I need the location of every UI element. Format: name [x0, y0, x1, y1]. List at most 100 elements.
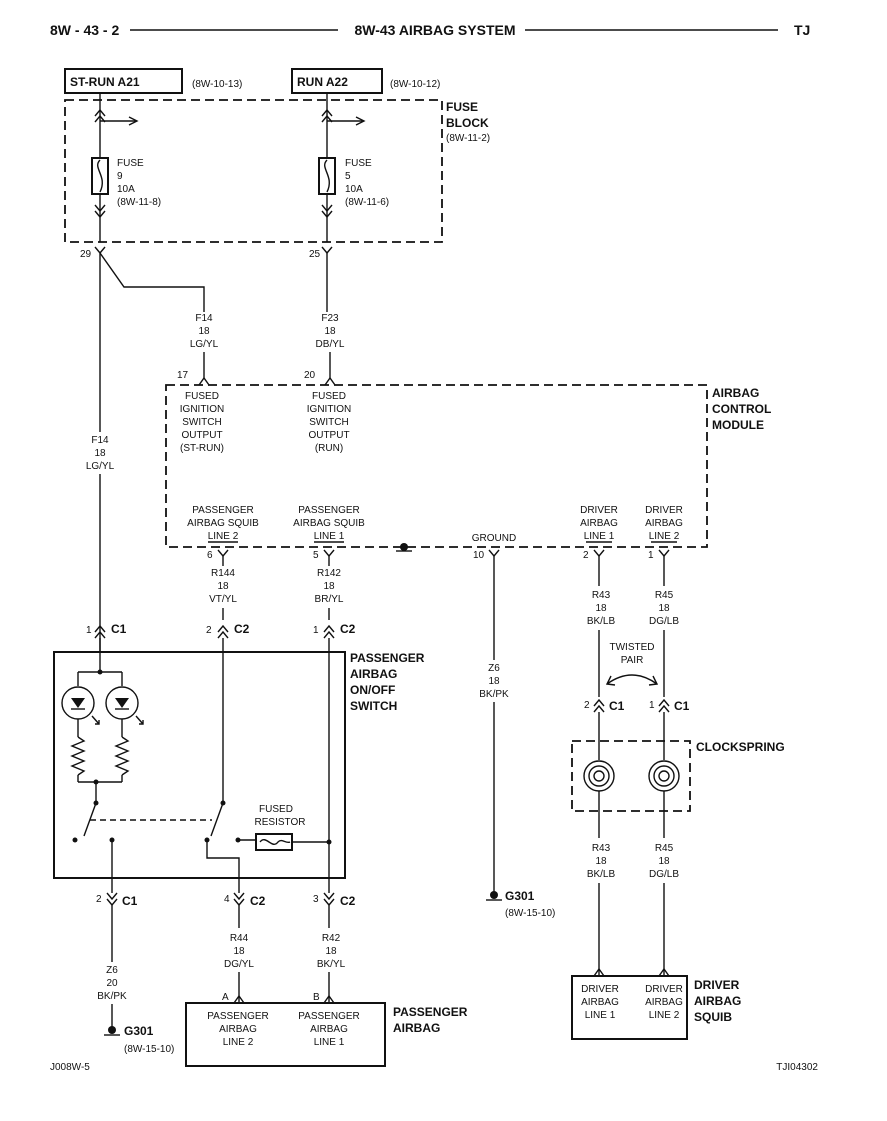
run-label: RUN A22	[297, 75, 348, 89]
svg-text:SWITCH: SWITCH	[182, 417, 221, 428]
svg-text:AIRBAG: AIRBAG	[580, 518, 618, 529]
connector-c2-switch-top-a: 2 C2	[206, 622, 250, 639]
switch-contact-right-icon	[204, 800, 241, 843]
driver-squib-title-3: SQUIB	[694, 1010, 732, 1024]
ground-g301-left: G301 (8W-15-10)	[104, 1024, 174, 1055]
pin-29-connector	[94, 246, 106, 255]
wire-f23-gauge: 18	[324, 326, 336, 337]
svg-text:AIRBAG: AIRBAG	[581, 997, 619, 1008]
wire-f14-code: F14	[195, 313, 213, 324]
acm-internal-ground	[396, 543, 412, 552]
svg-text:FUSED: FUSED	[259, 804, 293, 815]
wire-r142-code: R142	[317, 568, 341, 579]
acm-pin-17-connector	[198, 376, 210, 386]
acm-output-passenger-line-1: PASSENGER AIRBAG SQUIB LINE 1	[293, 505, 365, 543]
clockspring: CLOCKSPRING	[571, 712, 785, 812]
wire-r45-bot-gauge: 18	[658, 856, 670, 867]
wire-r43-top-color: BK/LB	[587, 616, 616, 627]
fuse-5-label: FUSE	[345, 158, 372, 169]
footer-left-code: J008W-5	[50, 1062, 90, 1073]
run-ref: (8W-10-12)	[390, 79, 440, 90]
svg-text:LINE 2: LINE 2	[649, 531, 680, 542]
connector-c2-switch-top-b: 1 C2	[313, 622, 356, 639]
svg-text:OUTPUT: OUTPUT	[181, 430, 222, 441]
acm-output-passenger-line-2: PASSENGER AIRBAG SQUIB LINE 2	[187, 505, 259, 543]
st-run-box	[64, 68, 183, 94]
svg-text:(RUN): (RUN)	[315, 443, 343, 454]
svg-text:IGNITION: IGNITION	[307, 404, 351, 415]
connector-c1-clockspring-b: 1 C1	[649, 698, 690, 713]
fuse-9-element-icon	[97, 159, 103, 193]
wire-r42-gauge: 18	[325, 946, 337, 957]
connector-c2-switch-bottom-a: 4 C2	[224, 892, 266, 908]
svg-text:C2: C2	[340, 622, 356, 636]
svg-text:4: 4	[224, 894, 230, 905]
acm-output-driver-line-1: DRIVER AIRBAG LINE 1	[580, 505, 618, 543]
wire-z6-left-color: BK/PK	[97, 991, 127, 1002]
svg-text:PAIR: PAIR	[621, 655, 644, 666]
wire-r43-top-gauge: 18	[595, 603, 607, 614]
svg-text:RESISTOR: RESISTOR	[255, 817, 306, 828]
svg-text:GROUND: GROUND	[472, 533, 516, 544]
acm-input-st-run: FUSED IGNITION SWITCH OUTPUT (ST-RUN)	[180, 391, 224, 454]
svg-text:FUSED: FUSED	[185, 391, 219, 402]
svg-text:C1: C1	[111, 622, 127, 636]
footer-right-code: TJI04302	[776, 1062, 818, 1073]
svg-text:1: 1	[86, 625, 92, 636]
svg-text:C1: C1	[609, 699, 625, 713]
switch-title-1: PASSENGER	[350, 651, 425, 665]
st-run-ref: (8W-10-13)	[192, 79, 242, 90]
svg-text:DRIVER: DRIVER	[645, 984, 683, 995]
acm-pin-10: 10	[473, 550, 485, 561]
driver-airbag-squib: DRIVER AIRBAG SQUIB DRIVER AIRBAG LINE 1…	[571, 967, 741, 1040]
svg-text:AIRBAG SQUIB: AIRBAG SQUIB	[187, 518, 259, 529]
svg-text:LINE 2: LINE 2	[223, 1037, 254, 1048]
svg-text:IGNITION: IGNITION	[180, 404, 224, 415]
wire-f23-color: DB/YL	[316, 339, 345, 350]
driver-squib-title-2: AIRBAG	[694, 994, 741, 1008]
wire-r142-gauge: 18	[323, 581, 335, 592]
switch-title-3: ON/OFF	[350, 683, 395, 697]
fuse-block-title-1: FUSE	[446, 100, 478, 114]
fuse-5-number: 5	[345, 171, 351, 182]
svg-text:(8W-15-10): (8W-15-10)	[505, 908, 555, 919]
acm-pin-20-connector	[324, 376, 336, 386]
lamp-left-icon	[61, 686, 100, 725]
svg-text:PASSENGER: PASSENGER	[207, 1011, 269, 1022]
fuse-5-element-icon	[324, 159, 330, 193]
svg-text:LINE 2: LINE 2	[208, 531, 239, 542]
acm-ground: GROUND	[472, 533, 516, 544]
wire-r142-color: BR/YL	[315, 594, 344, 605]
acm-pin-5: 5	[313, 550, 319, 561]
svg-text:DRIVER: DRIVER	[645, 505, 683, 516]
fuse-block-outline	[64, 99, 443, 243]
svg-text:G301: G301	[124, 1024, 154, 1038]
wire-r42-color: BK/YL	[317, 959, 346, 970]
passenger-airbag-pin-a: A	[222, 992, 229, 1003]
driver-squib-title-1: DRIVER	[694, 978, 740, 992]
svg-text:2: 2	[206, 625, 212, 636]
wire-r45-top-gauge: 18	[658, 603, 670, 614]
connector-c1-switch-bottom: 2 C1	[96, 892, 138, 908]
svg-text:LINE 1: LINE 1	[314, 1037, 345, 1048]
pin-25: 25	[309, 249, 321, 260]
svg-text:LINE 1: LINE 1	[585, 1010, 616, 1021]
clockspring-title: CLOCKSPRING	[696, 740, 785, 754]
svg-text:PASSENGER: PASSENGER	[298, 1011, 360, 1022]
svg-text:2: 2	[96, 894, 102, 905]
wire-r45-top-code: R45	[655, 590, 674, 601]
svg-text:DRIVER: DRIVER	[581, 984, 619, 995]
lamp-right-icon	[105, 686, 144, 725]
fuse-9-ref: (8W-11-8)	[117, 197, 161, 208]
st-run-source: ST-RUN A21 (8W-10-13)	[64, 68, 242, 94]
switch-contact-left-icon	[72, 800, 115, 843]
passenger-airbag-title-1: PASSENGER	[393, 1005, 468, 1019]
wire-r43-bot-color: BK/LB	[587, 869, 616, 880]
wire-r43-bot-code: R43	[592, 843, 611, 854]
ground-g301-mid: G301 (8W-15-10)	[486, 889, 555, 919]
wire-f14-to-acm	[99, 252, 205, 312]
svg-text:(ST-RUN): (ST-RUN)	[180, 443, 224, 454]
ground-dot	[400, 543, 408, 551]
svg-text:(8W-15-10): (8W-15-10)	[124, 1044, 174, 1055]
connector-c1-clockspring-a: 2 C1	[584, 698, 625, 713]
